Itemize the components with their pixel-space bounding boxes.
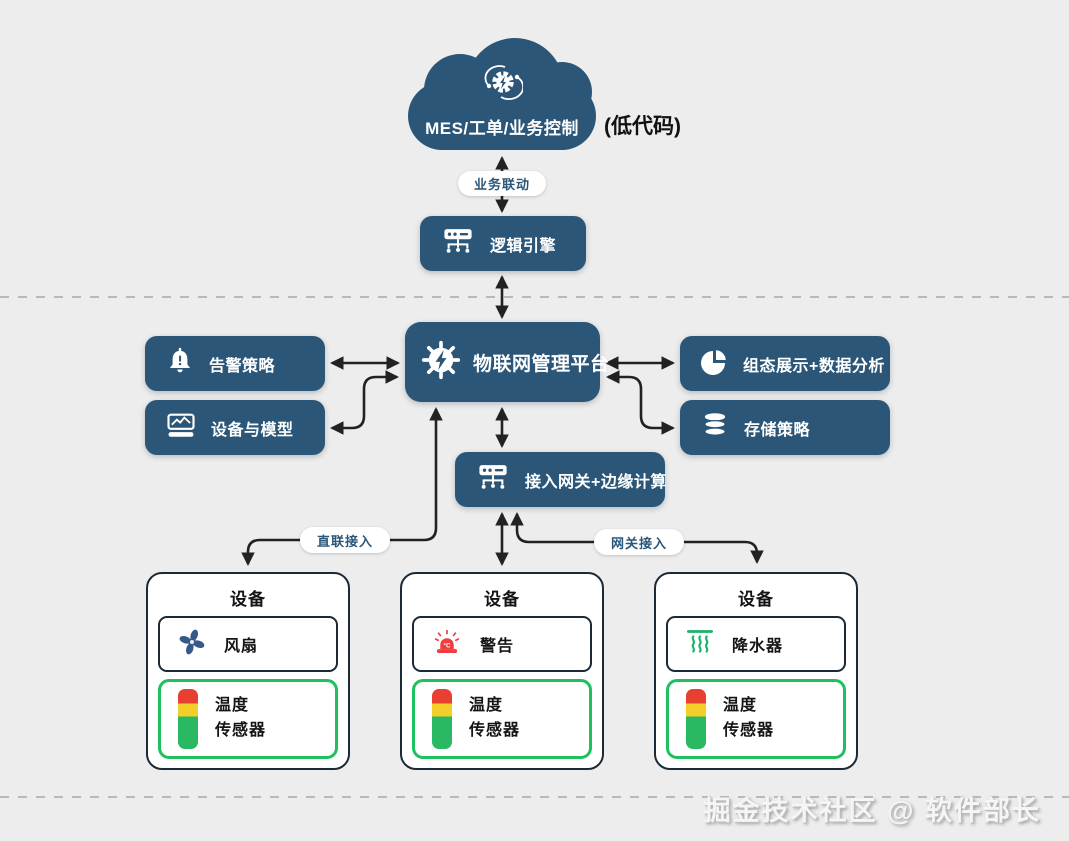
stack-light-icon bbox=[178, 689, 198, 749]
siren-icon: °C bbox=[431, 628, 463, 661]
node-label: 物联网管理平台 bbox=[473, 353, 610, 375]
device-title: 设备 bbox=[230, 590, 266, 609]
stack-light-icon bbox=[432, 689, 452, 749]
sensor-label-line1: 温度 bbox=[215, 697, 250, 715]
sensor-temperature: 温度 传感器 bbox=[158, 679, 338, 759]
device-title: 设备 bbox=[484, 590, 520, 609]
component-label: 风扇 bbox=[224, 638, 259, 655]
device-box-alarm: 设备 °C 警告 bbox=[400, 572, 604, 770]
component-alarm: °C 警告 bbox=[412, 616, 592, 672]
sensor-label: 温度 传感器 bbox=[723, 694, 774, 744]
sensor-label: 温度 传感器 bbox=[215, 694, 266, 744]
pie-chart-icon bbox=[701, 348, 728, 380]
gear-bolt-icon bbox=[421, 340, 461, 385]
node-label: 告警策略 bbox=[209, 357, 276, 375]
cloud-shape bbox=[408, 82, 596, 150]
low-code-note: (低代码) bbox=[604, 115, 681, 138]
node-device-model: 设备与模型 bbox=[145, 400, 325, 455]
sensor-temperature: 温度 传感器 bbox=[412, 679, 592, 759]
node-storage-policy: 存储策略 bbox=[680, 400, 890, 455]
siren-unit-text: °C bbox=[443, 641, 451, 649]
sensor-label-line1: 温度 bbox=[469, 697, 504, 715]
device-box-fan: 设备 风扇 温度 传感器 bbox=[146, 572, 350, 770]
component-precipitator: 降水器 bbox=[666, 616, 846, 672]
automation-gear-icon bbox=[481, 62, 525, 107]
node-iot-platform: 物联网管理平台 bbox=[405, 322, 609, 402]
stack-light-icon bbox=[686, 689, 706, 749]
pill-gateway-access: 网关接入 bbox=[594, 529, 684, 555]
steam-waves-icon bbox=[685, 628, 715, 660]
connector-model-platform bbox=[329, 370, 400, 435]
sensor-label-line2: 传感器 bbox=[469, 722, 521, 739]
sensor-label-line2: 传感器 bbox=[215, 722, 267, 739]
sensor-temperature: 温度 传感器 bbox=[666, 679, 846, 759]
pill-direct-access: 直联接入 bbox=[300, 527, 390, 553]
sensor-label-line1: 温度 bbox=[723, 697, 758, 715]
watermark-text: 掘金技术社区 @ 软件部长 bbox=[703, 796, 1041, 826]
node-dashboard-analytics: 组态展示+数据分析 bbox=[680, 336, 890, 391]
node-label: 设备与模型 bbox=[211, 421, 294, 439]
device-box-precipitator: 设备 降水器 温度 传感器 bbox=[654, 572, 858, 770]
component-fan: 风扇 bbox=[158, 616, 338, 672]
device-title: 设备 bbox=[738, 590, 774, 609]
node-label: 接入网关+边缘计算 bbox=[525, 473, 667, 491]
node-gateway-edge: 接入网关+边缘计算 bbox=[455, 452, 667, 507]
sensor-label-line2: 传感器 bbox=[723, 722, 775, 739]
node-label: 存储策略 bbox=[744, 421, 811, 439]
node-label: 逻辑引擎 bbox=[490, 237, 557, 255]
node-logic-engine: 逻辑引擎 bbox=[420, 216, 586, 271]
component-label: 降水器 bbox=[732, 638, 784, 655]
hub-icon bbox=[476, 462, 510, 497]
hub-icon bbox=[441, 226, 475, 261]
component-label: 警告 bbox=[480, 638, 515, 655]
node-label: 组态展示+数据分析 bbox=[743, 357, 885, 375]
pill-label: 业务联动 bbox=[473, 177, 530, 192]
pill-label: 直联接入 bbox=[316, 533, 373, 549]
connector-platform-storage bbox=[605, 370, 676, 435]
node-alarm-policy: 告警策略 bbox=[145, 336, 325, 391]
pill-label: 网关接入 bbox=[610, 535, 667, 551]
alarm-bell-icon bbox=[166, 346, 194, 381]
cloud-mes: MES/工单/业务控制 bbox=[408, 38, 596, 152]
device-model-icon bbox=[166, 412, 196, 444]
fan-icon bbox=[177, 627, 207, 662]
pill-business-link: 业务联动 bbox=[458, 171, 546, 196]
cloud-label: MES/工单/业务控制 bbox=[425, 119, 579, 138]
sensor-label: 温度 传感器 bbox=[469, 694, 520, 744]
database-icon bbox=[701, 412, 729, 443]
